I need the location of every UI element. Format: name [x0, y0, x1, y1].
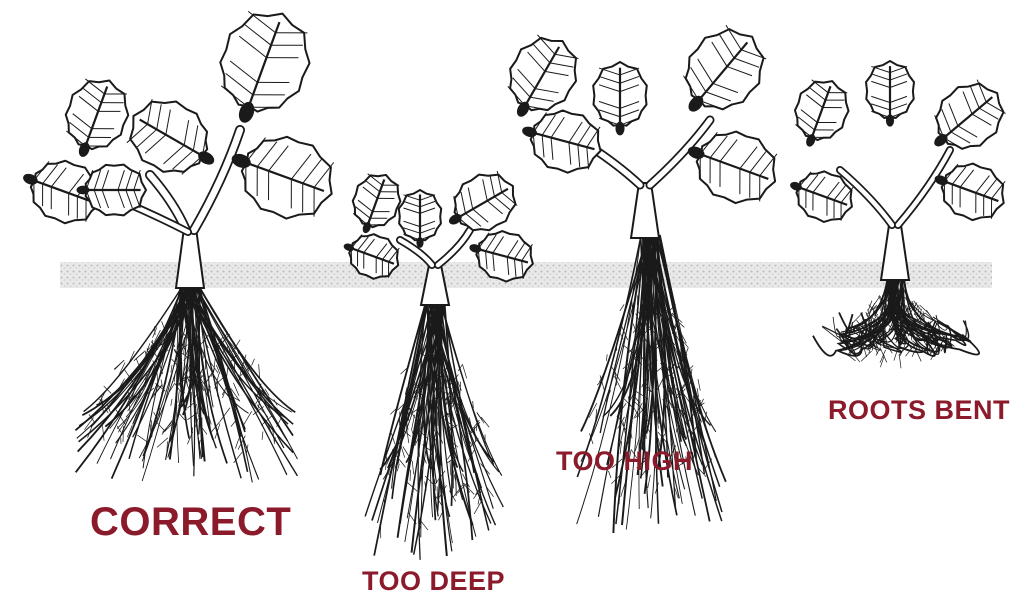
- leaf-icon: [203, 0, 322, 137]
- label-too-high: TOO HIGH: [556, 446, 693, 477]
- leaf-icon: [782, 162, 860, 230]
- label-correct: CORRECT: [90, 500, 291, 545]
- plant-too-deep-illustration: [337, 163, 540, 560]
- roots-icon: [813, 275, 979, 368]
- roots-icon: [365, 300, 503, 560]
- leaf-icon: [916, 70, 1016, 167]
- leaf-icon: [866, 61, 914, 127]
- leaf-icon: [785, 72, 856, 155]
- leaf-icon: [344, 167, 408, 240]
- label-too-deep: TOO DEEP: [362, 566, 505, 597]
- leaf-icon: [54, 70, 137, 166]
- plant-roots-bent-illustration: [782, 61, 1016, 368]
- leaf-icon: [593, 62, 647, 135]
- leaf-icon: [515, 101, 609, 179]
- leaf-icon: [663, 14, 779, 133]
- roots-icon: [75, 285, 297, 482]
- plant-correct-illustration: [13, 0, 345, 482]
- leaf-icon: [676, 118, 786, 213]
- label-roots-bent: ROOTS BENT: [828, 395, 1010, 426]
